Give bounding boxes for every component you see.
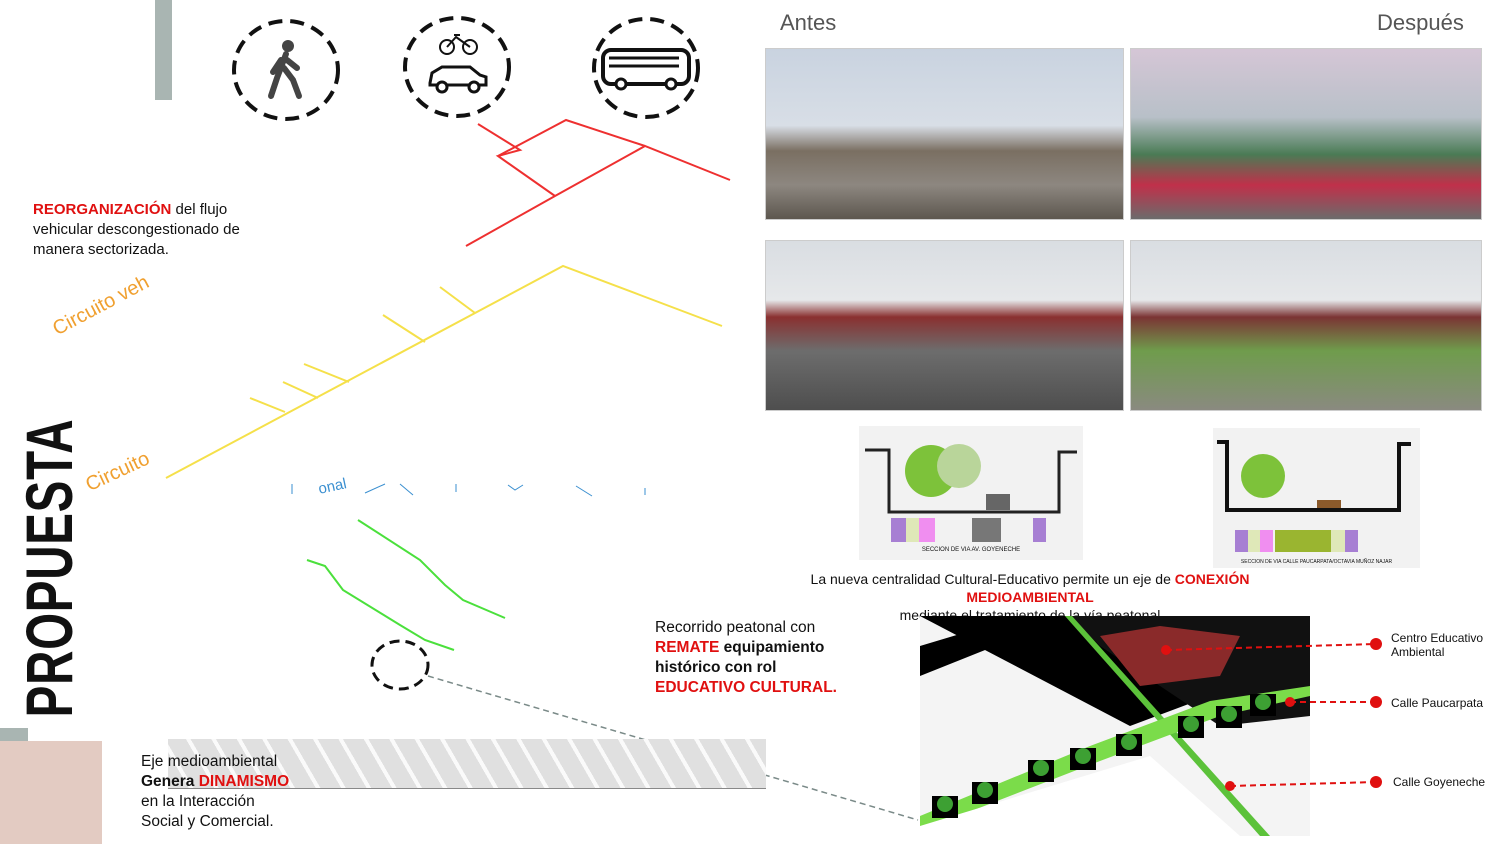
before-label: Antes <box>780 10 837 35</box>
green-route <box>306 519 506 651</box>
pedestrian-icon <box>232 19 340 121</box>
map-strip <box>168 739 766 789</box>
bicycle-car-icon <box>403 16 511 118</box>
pink-block <box>0 741 102 844</box>
reorganizacion-text: REORGANIZACIÓN del flujo vehicular desco… <box>33 201 240 258</box>
bus-icon <box>592 17 700 119</box>
photo-after-1 <box>1130 48 1482 220</box>
section-paucarpata-drawing <box>1217 440 1411 552</box>
section-goyeneche: SECCION DE VIA AV. GOYENECHE <box>859 426 1083 560</box>
eje-text: Eje medioambiental Genera DINAMISMO en l… <box>141 753 290 830</box>
after-label: Después <box>1377 10 1464 35</box>
photo-after-2 <box>1130 240 1482 411</box>
section-paucarpata-caption: SECCION DE VIA CALLE PAUCARPATA/OCTAVIA … <box>1240 559 1393 565</box>
red-route <box>465 118 731 247</box>
callout-calle-goyeneche: Calle Goyeneche <box>1393 775 1486 789</box>
dashed-circle-marker <box>370 639 430 691</box>
section-goyeneche-caption: SECCION DE VIA AV. GOYENECHE <box>921 547 1021 553</box>
recorrido-text: Recorrido peatonal con REMATE equipamien… <box>655 619 837 696</box>
callout-calle-paucarpata: Calle Paucarpata <box>1391 696 1484 710</box>
photo-before-2 <box>765 240 1124 411</box>
yellow-route <box>165 264 723 479</box>
gray-bar-top <box>155 0 172 100</box>
section-goyeneche-drawing <box>865 444 1077 542</box>
3d-model-drawing <box>920 616 1310 836</box>
section-paucarpata: SECCION DE VIA CALLE PAUCARPATA/OCTAVIA … <box>1213 428 1420 568</box>
callout-centro-educativo: Centro Educativo Ambiental <box>1391 631 1484 659</box>
3d-model-view <box>920 616 1310 836</box>
photo-before-1 <box>765 48 1124 220</box>
blue-fragments <box>291 483 646 497</box>
